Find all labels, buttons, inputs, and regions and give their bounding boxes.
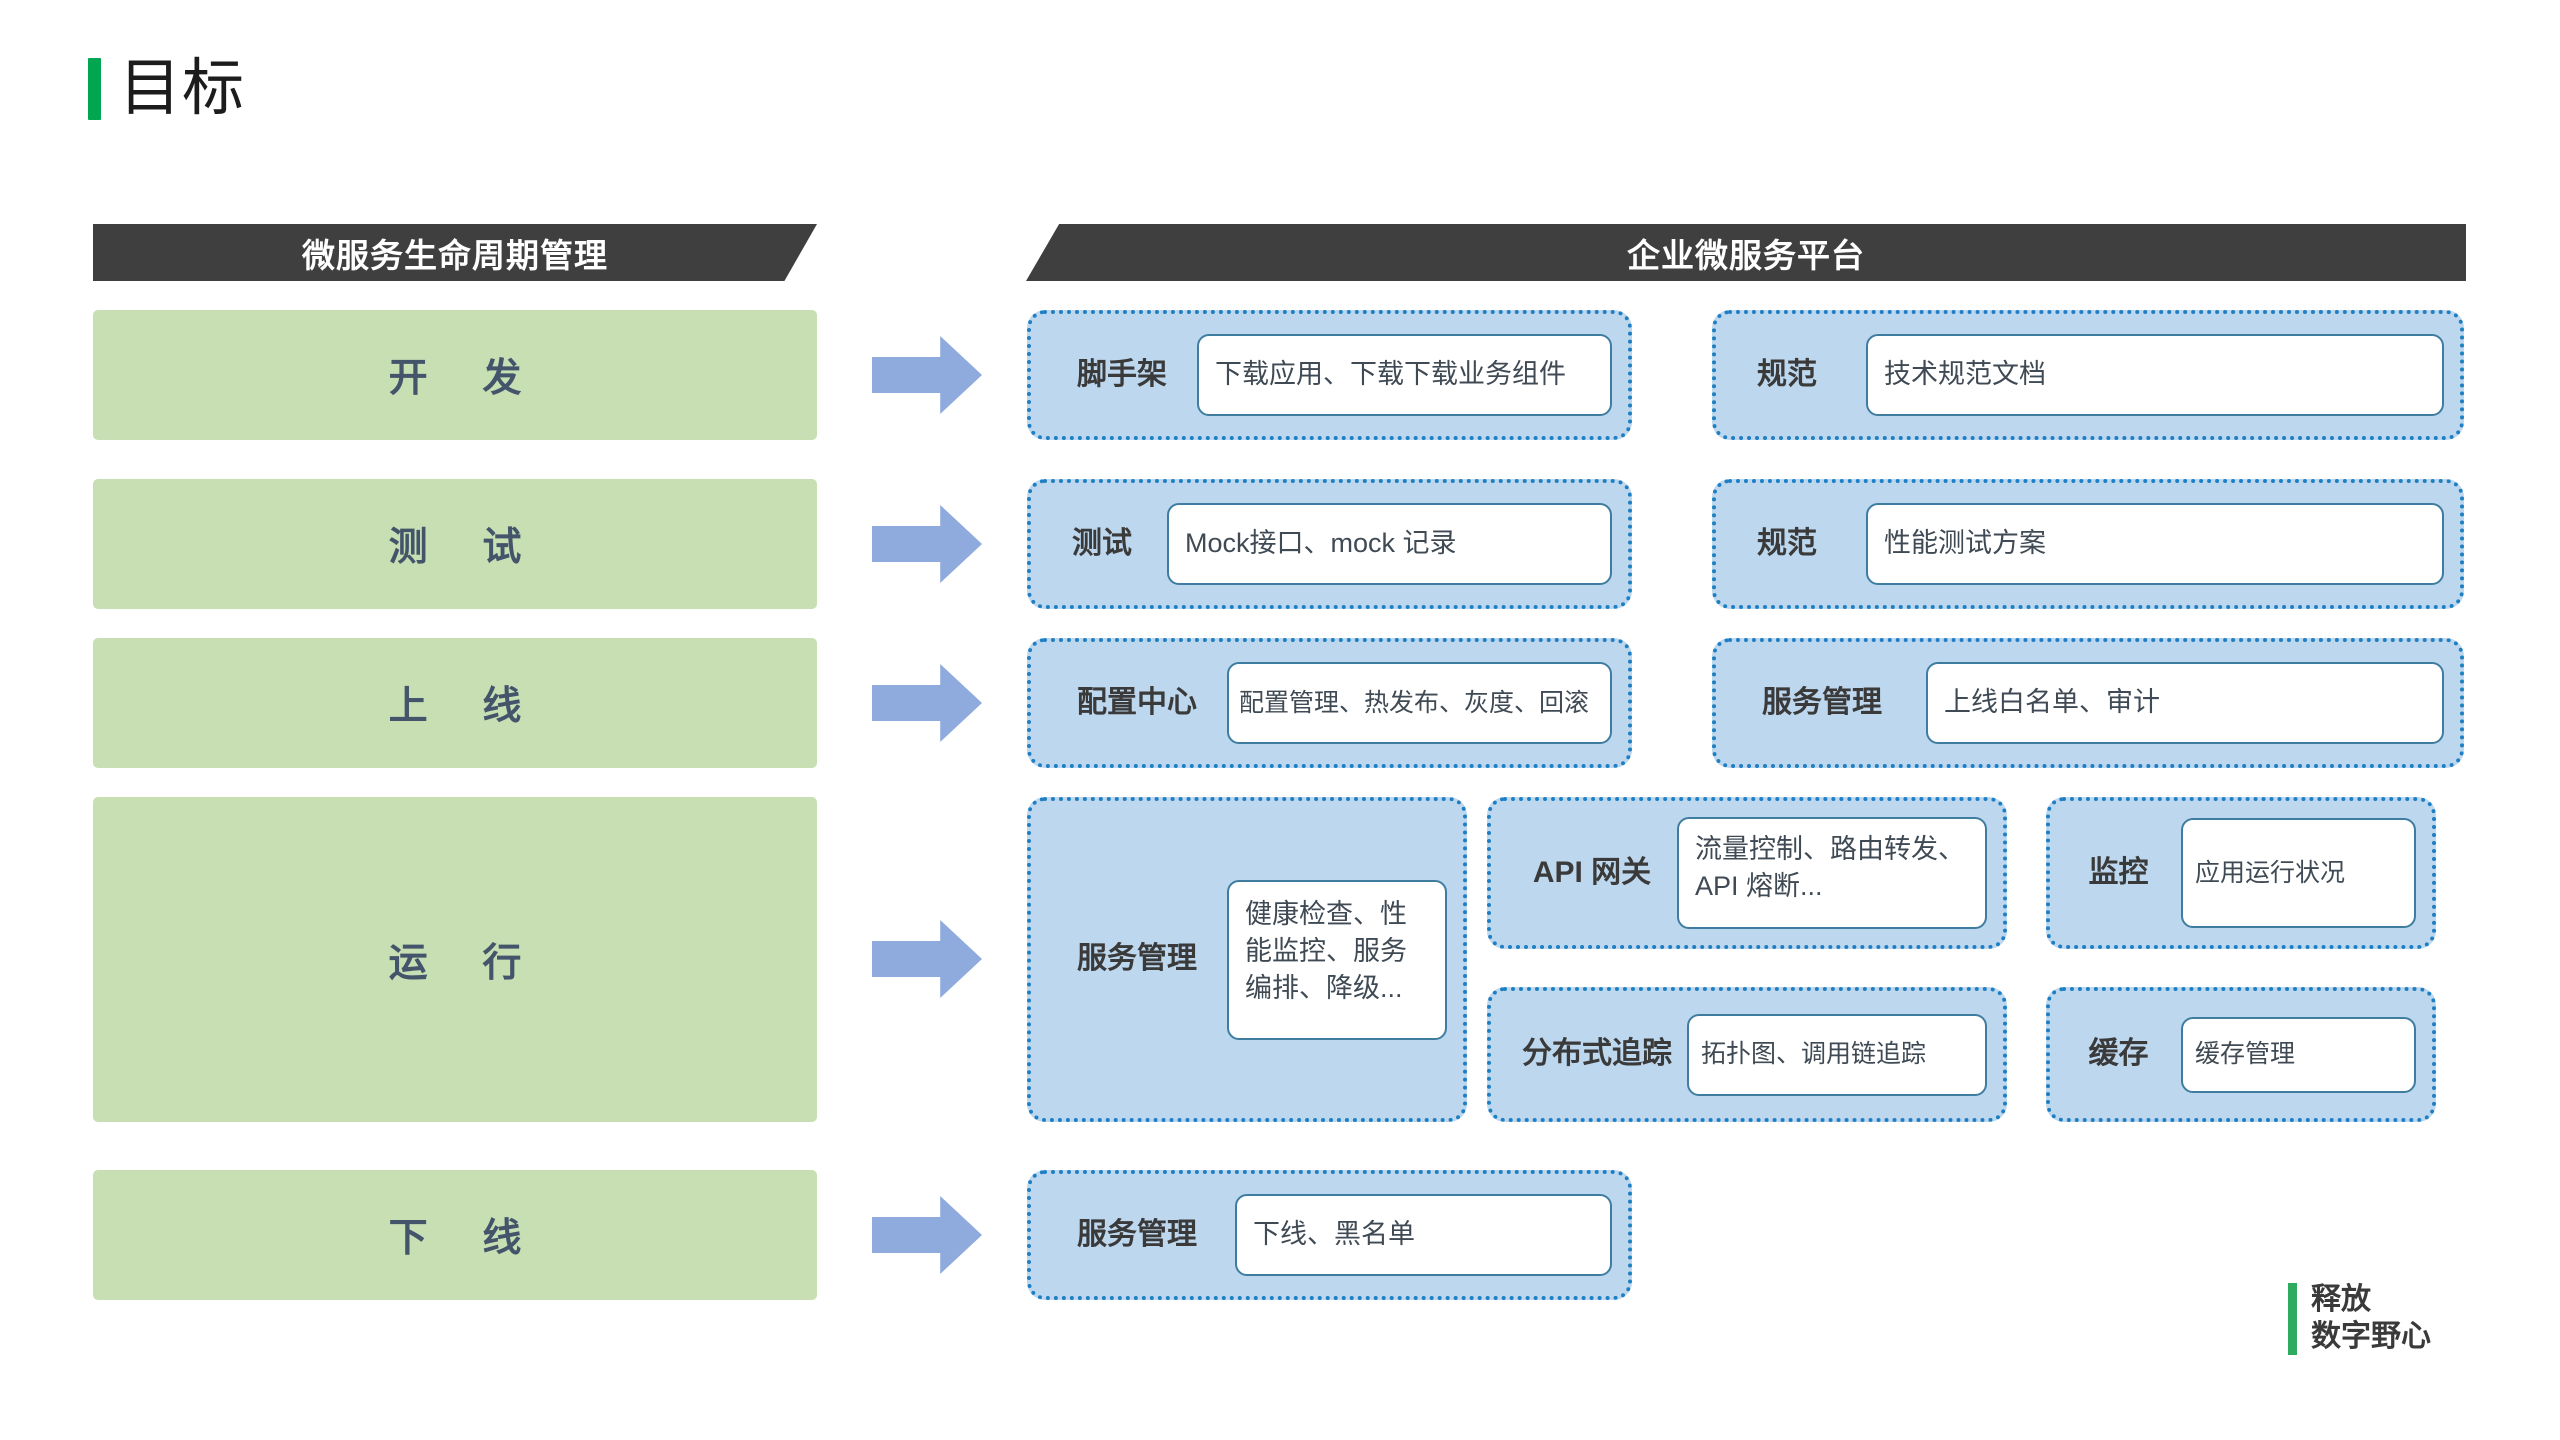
cap-label: 缓存 <box>2088 1037 2149 1071</box>
cap-detail: 性能测试方案 <box>1866 503 2444 585</box>
title-accent-bar <box>88 58 101 120</box>
footer-accent-bar <box>2288 1282 2297 1355</box>
cap-detail: 拓扑图、调用链追踪 <box>1687 1013 1987 1096</box>
cap-card-scaffold[interactable]: 脚手架 下载应用、下载下载业务组件 <box>1027 310 1632 440</box>
cap-label: 测试 <box>1072 526 1132 560</box>
page-title: 目标 <box>119 54 246 123</box>
stage-box-offline[interactable]: 下 线 <box>93 1170 817 1300</box>
cap-card-distributed-tracing[interactable]: 分布式追踪 拓扑图、调用链追踪 <box>1487 987 2007 1122</box>
cap-label: 配置中心 <box>1077 685 1197 719</box>
right-arrow-icon <box>872 505 982 583</box>
footer-text-group: 释放 数字野心 <box>2311 1282 2431 1355</box>
right-arrow-icon <box>872 920 982 998</box>
cap-detail: 下线、黑名单 <box>1235 1194 1612 1276</box>
cap-card-spec-doc[interactable]: 规范 技术规范文档 <box>1712 310 2464 440</box>
cap-label: 服务管理 <box>1077 942 1197 976</box>
cap-card-perf-spec[interactable]: 规范 性能测试方案 <box>1712 479 2464 609</box>
stage-box-release[interactable]: 上 线 <box>93 638 817 768</box>
cap-card-monitoring[interactable]: 监控 应用运行状况 <box>2046 797 2436 949</box>
cap-card-test[interactable]: 测试 Mock接口、mock 记录 <box>1027 479 1632 609</box>
cap-label: 服务管理 <box>1762 685 1882 719</box>
stage-box-test[interactable]: 测 试 <box>93 479 817 609</box>
cap-label: 分布式追踪 <box>1522 1037 1672 1071</box>
cap-label: 规范 <box>1757 357 1817 391</box>
banner-lifecycle: 微服务生命周期管理 <box>93 224 817 281</box>
stage-box-runtime[interactable]: 运 行 <box>93 797 817 1122</box>
cap-card-service-mgmt-release[interactable]: 服务管理 上线白名单、审计 <box>1712 638 2464 768</box>
right-arrow-icon <box>872 336 982 414</box>
cap-label: 脚手架 <box>1077 357 1167 391</box>
cap-detail: 上线白名单、审计 <box>1926 662 2444 744</box>
cap-label: 服务管理 <box>1077 1217 1197 1251</box>
cap-detail: Mock接口、mock 记录 <box>1167 503 1612 585</box>
footer-tagline: 释放 数字野心 <box>2288 1282 2431 1355</box>
cap-label: 规范 <box>1757 526 1817 560</box>
footer-line-1: 释放 <box>2311 1283 2371 1316</box>
cap-detail: 配置管理、热发布、灰度、回滚 <box>1227 662 1612 744</box>
cap-detail: 健康检查、性能监控、服务编排、降级... <box>1227 879 1447 1040</box>
cap-card-config-center[interactable]: 配置中心 配置管理、热发布、灰度、回滚 <box>1027 638 1632 768</box>
cap-card-api-gateway[interactable]: API 网关 流量控制、路由转发、API 熔断... <box>1487 797 2007 949</box>
page-title-group: 目标 <box>88 58 245 120</box>
cap-label: 监控 <box>2088 855 2149 889</box>
footer-line-2: 数字野心 <box>2311 1319 2431 1353</box>
cap-card-service-mgmt-offline[interactable]: 服务管理 下线、黑名单 <box>1027 1170 1632 1300</box>
cap-detail: 缓存管理 <box>2181 1016 2416 1093</box>
stage-box-develop[interactable]: 开 发 <box>93 310 817 440</box>
right-arrow-icon <box>872 1196 982 1274</box>
right-arrow-icon <box>872 664 982 742</box>
cap-detail: 技术规范文档 <box>1866 334 2444 416</box>
cap-label: API 网关 <box>1532 855 1652 889</box>
banner-platform: 企业微服务平台 <box>1026 224 2466 281</box>
cap-detail: 应用运行状况 <box>2181 818 2416 928</box>
cap-detail: 下载应用、下载下载业务组件 <box>1197 334 1612 416</box>
cap-card-service-mgmt-runtime[interactable]: 服务管理 健康检查、性能监控、服务编排、降级... <box>1027 797 1467 1122</box>
cap-detail: 流量控制、路由转发、API 熔断... <box>1677 817 1987 929</box>
cap-card-cache[interactable]: 缓存 缓存管理 <box>2046 987 2436 1122</box>
